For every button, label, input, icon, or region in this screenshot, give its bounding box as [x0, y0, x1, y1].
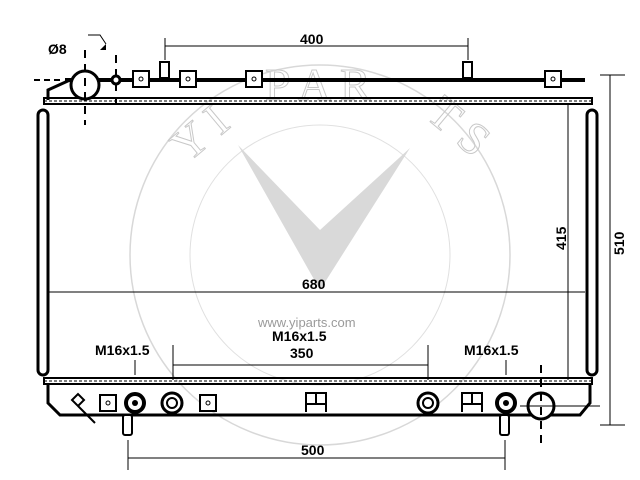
- dim-400: 400: [300, 31, 324, 47]
- dim-680: 680: [302, 276, 326, 292]
- drain-plug-icon: [70, 392, 96, 424]
- dim-350: 350: [290, 345, 314, 361]
- mount-brackets: [132, 70, 562, 88]
- watermark: Y I P A R T S www.yiparts.com: [129, 59, 511, 446]
- thread-label-left: M16x1.5: [95, 342, 150, 358]
- dimension-lines: [48, 38, 625, 470]
- dim-415: 415: [553, 226, 569, 250]
- thread-label-right: M16x1.5: [464, 342, 519, 358]
- dim-500: 500: [301, 442, 325, 458]
- arrow-icon: [100, 44, 106, 50]
- pipe-diameter-label: Ø8: [48, 41, 67, 57]
- top-tank: Ø8: [34, 34, 593, 125]
- watermark-url: www.yiparts.com: [257, 315, 356, 330]
- watermark-logo-icon: [238, 145, 410, 290]
- svg-text:Y I: Y I: [161, 95, 238, 172]
- bottom-tank: [43, 365, 600, 445]
- svg-text:P A R: P A R: [265, 59, 371, 110]
- dim-510: 510: [611, 231, 627, 255]
- radiator-core: [36, 108, 599, 377]
- thread-label-center: M16x1.5: [272, 328, 327, 344]
